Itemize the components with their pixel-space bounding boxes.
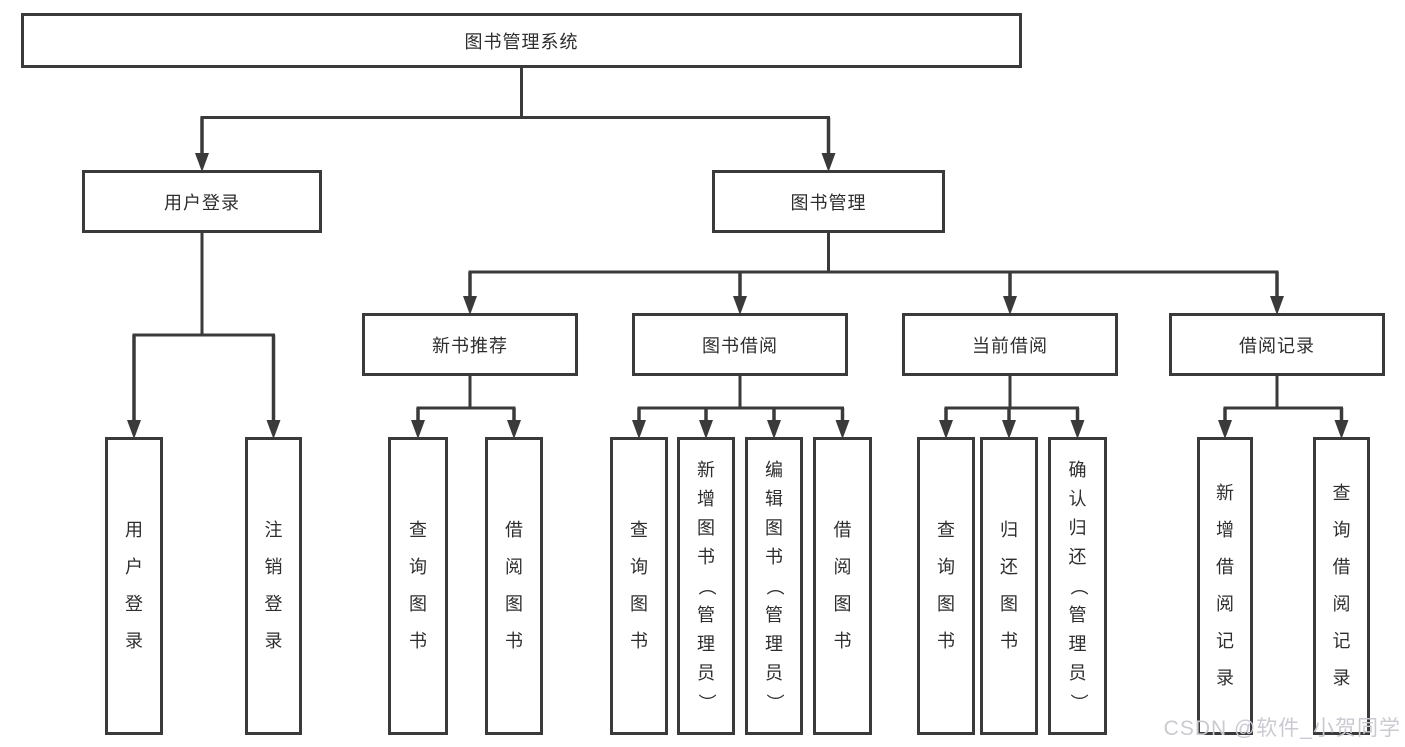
node-query-borrow-record: 查询借阅记录 <box>1313 437 1370 735</box>
node-label: 当前借阅 <box>972 335 1048 356</box>
node-confirm-return-admin: 确认归还（管理员） <box>1048 437 1107 735</box>
node-label: 新增图书（管理员） <box>696 459 717 712</box>
node-new-book-recommendation: 新书推荐 <box>362 313 578 376</box>
node-label: 编辑图书（管理员） <box>764 459 785 712</box>
node-label: 图书借阅 <box>702 335 778 356</box>
node-query-books-borrowing: 查询图书 <box>610 437 668 735</box>
node-label: 查询借阅记录 <box>1332 483 1351 688</box>
node-label: 用户登录 <box>125 520 143 651</box>
node-current-borrowing: 当前借阅 <box>902 313 1118 376</box>
node-label: 借阅记录 <box>1239 335 1315 356</box>
node-label: 借阅图书 <box>505 520 523 651</box>
node-label: 查询图书 <box>937 520 955 651</box>
node-label: 借阅图书 <box>833 520 852 651</box>
node-query-books-current: 查询图书 <box>917 437 975 735</box>
node-book-borrowing: 图书借阅 <box>632 313 848 376</box>
node-label: 查询图书 <box>409 520 427 651</box>
csdn-watermark: CSDN @软件_小贺同学 <box>1163 717 1401 740</box>
node-label: 新增借阅记录 <box>1216 483 1234 688</box>
node-user-login-leaf: 用户登录 <box>105 437 163 735</box>
node-label: 图书管理系统 <box>464 31 579 52</box>
node-add-books-admin: 新增图书（管理员） <box>677 437 735 735</box>
node-edit-books-admin: 编辑图书（管理员） <box>745 437 803 735</box>
node-logout-leaf: 注销登录 <box>245 437 302 735</box>
node-return-books: 归还图书 <box>980 437 1038 735</box>
node-label: 归还图书 <box>1000 520 1018 651</box>
node-borrow-books-borrowing: 借阅图书 <box>813 437 872 735</box>
node-label: 新书推荐 <box>432 335 508 356</box>
node-add-borrow-record: 新增借阅记录 <box>1197 437 1253 735</box>
node-label: 查询图书 <box>630 520 648 651</box>
node-borrow-books-recommend: 借阅图书 <box>485 437 543 735</box>
node-label: 用户登录 <box>164 192 240 213</box>
node-user-login: 用户登录 <box>82 170 322 233</box>
node-library-management-system: 图书管理系统 <box>21 13 1022 68</box>
node-label: 图书管理 <box>790 192 867 213</box>
node-query-books-recommend: 查询图书 <box>388 437 448 735</box>
node-borrowing-records: 借阅记录 <box>1169 313 1385 376</box>
node-book-management: 图书管理 <box>712 170 945 233</box>
node-label: 注销登录 <box>264 520 283 651</box>
node-label: 确认归还（管理员） <box>1068 459 1088 712</box>
